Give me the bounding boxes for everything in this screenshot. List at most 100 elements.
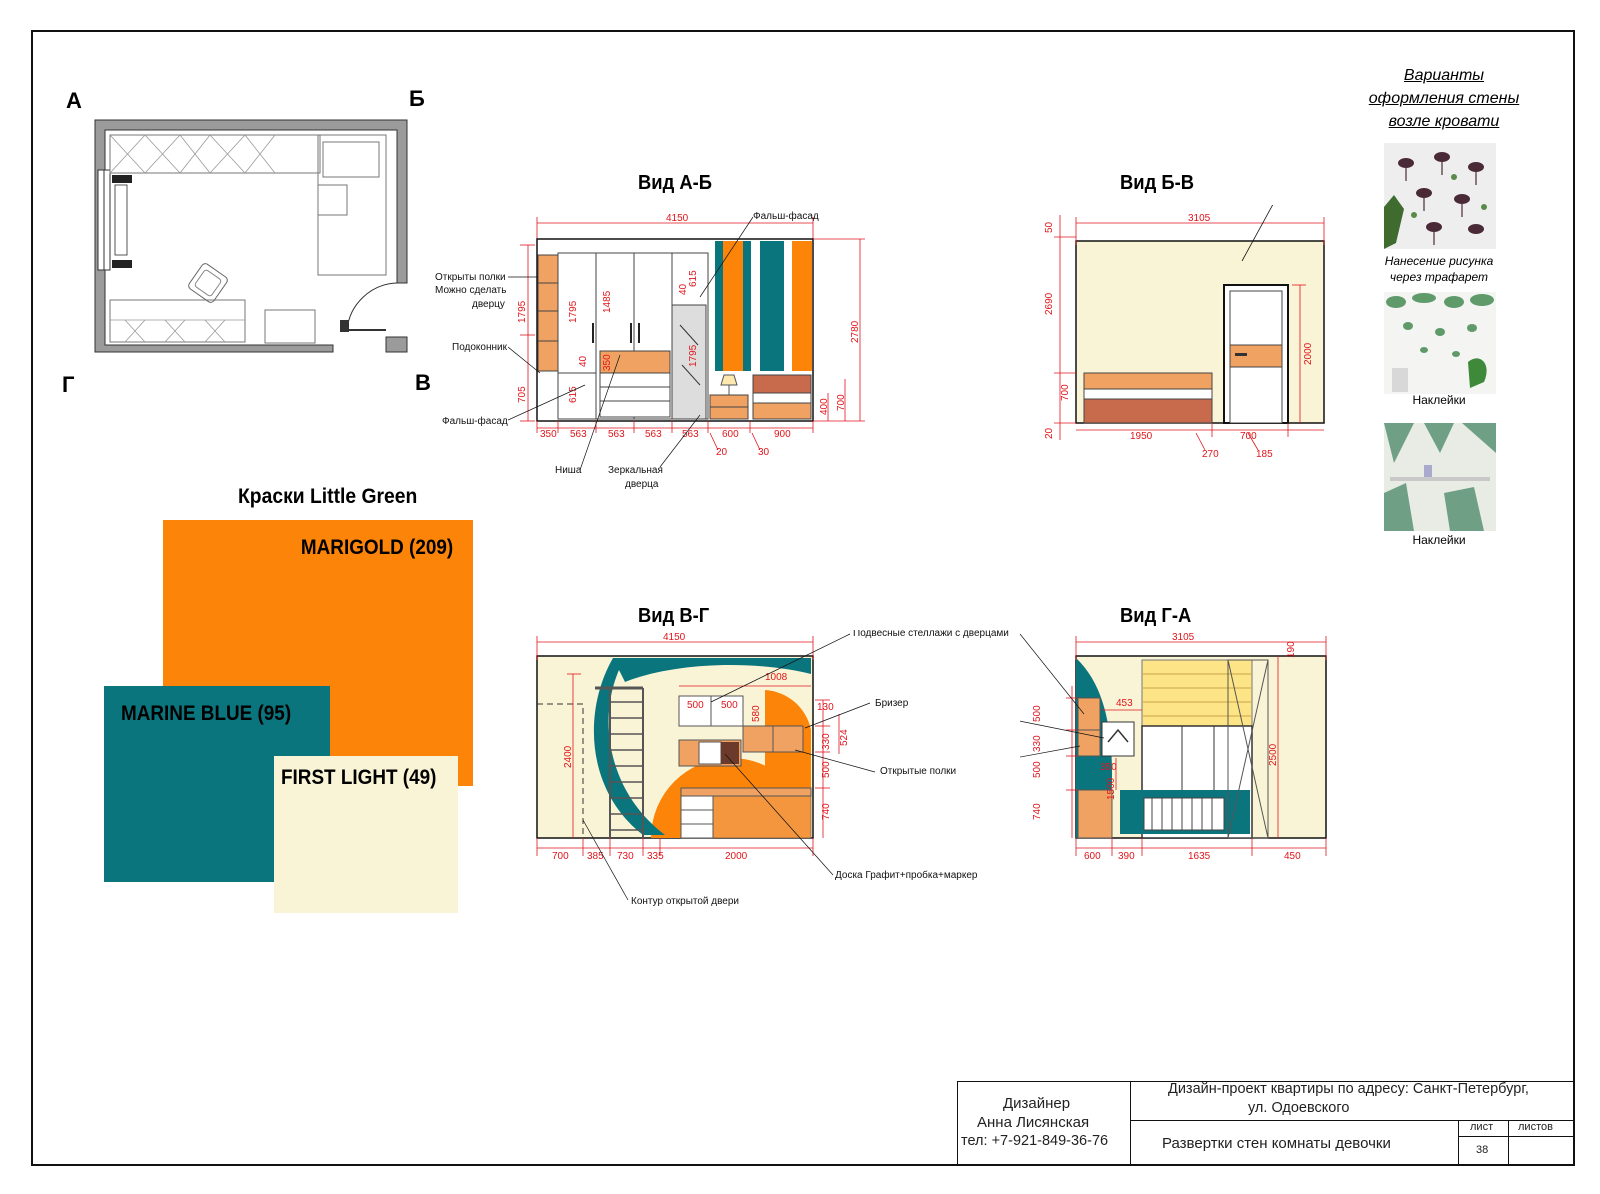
ab-dim-h400: 400 [819, 398, 830, 415]
title-block-divider [1131, 1120, 1575, 1121]
caption-stencil-2: через трафарет [1389, 270, 1489, 284]
paints-title: Краски Little Green [238, 485, 418, 508]
ga-dim-b1635: 1635 [1188, 851, 1211, 862]
project-address-line2: ул. Одоевского [1248, 1100, 1350, 1116]
ab-label-mirror: Зеркальная [608, 465, 663, 476]
corner-label-b: Б [409, 86, 425, 111]
vg-label-open-shelves: Открытые полки [880, 766, 956, 777]
ab-dim-v1795c: 1795 [688, 344, 699, 367]
vg-dim-b385: 385 [587, 851, 604, 862]
ab-dim-v350: 350 [602, 354, 613, 371]
vg-dim-b700: 700 [552, 851, 569, 862]
bv-dim-v20: 20 [1044, 427, 1055, 439]
ab-dim-b563c: 563 [645, 429, 662, 440]
vg-dim-v524: 524 [839, 729, 850, 746]
ga-dim-v190: 190 [1286, 641, 1297, 658]
designer-role: Дизайнер [1003, 1095, 1071, 1112]
ab-label-sill: Подоконник [452, 342, 508, 353]
vg-dim-b2000: 2000 [725, 851, 748, 862]
corner-label-v: В [415, 370, 431, 395]
bv-dim-total: 3105 [1188, 213, 1211, 224]
ga-dim-v1500: 1500 [1106, 777, 1117, 800]
designer-name: Анна Лисянская [977, 1114, 1090, 1131]
vg-dim-d500a: 500 [687, 700, 704, 711]
ga-dim-total: 3105 [1172, 632, 1195, 643]
ab-label-false-facade-top: Фальш-фасад [753, 210, 819, 222]
vg-label-door-contour: Контур открытой двери [631, 896, 739, 907]
sheet-number: 38 [1476, 1144, 1489, 1156]
ga-dim-v500a: 500 [1032, 705, 1043, 722]
view-bv-title: Вид Б-В [1120, 172, 1195, 194]
bv-dim-b700: 700 [1240, 431, 1257, 442]
view-ab-elevation: 4150 350 563 563 563 563 [435, 210, 865, 490]
ab-dim-b563b: 563 [608, 429, 625, 440]
ab-label-open-shelves: Открыты полки [435, 272, 506, 283]
ab-dim-v40: 40 [578, 355, 589, 367]
view-vg-elevation: 4150 2400 1008 500 500 580 130 330 524 5… [536, 630, 1009, 907]
title-block-divider-v1 [1458, 1120, 1459, 1166]
vg-dim-v500: 500 [821, 761, 832, 778]
ga-dim-b600: 600 [1084, 851, 1101, 862]
vg-label-hanging: Подвесные стеллажи с дверцами [853, 630, 1009, 639]
ga-dim-d453: 453 [1116, 698, 1133, 709]
sheet-label: лист [1470, 1121, 1494, 1133]
ab-label-niche: Ниша [555, 465, 582, 476]
ab-label-false-facade-left: Фальш-фасад [442, 415, 508, 427]
wall-options-title-line1: Варианты [1403, 67, 1485, 84]
ab-dim-b900: 900 [774, 429, 791, 440]
view-ga-elevation: 3105 190 500 330 500 740 453 350 1500 25… [1020, 632, 1327, 862]
swatch-marine-blue-label: MARINE BLUE (95) [121, 702, 292, 725]
vg-dim-v130: 130 [817, 702, 834, 713]
bv-dim-v2000: 2000 [1303, 342, 1314, 365]
swatch-marigold-label: MARIGOLD (209) [300, 536, 453, 559]
ab-dim-h-total: 2780 [850, 320, 861, 343]
ab-dim-v1795b: 1795 [568, 300, 579, 323]
ab-label-can-make: Можно сделать [435, 285, 506, 296]
bv-dim-v2690: 2690 [1044, 292, 1055, 315]
wall-options-title-line2: оформления стены [1368, 90, 1520, 107]
bv-dim-b1950: 1950 [1130, 431, 1153, 442]
ga-dim-v740: 740 [1032, 803, 1043, 820]
wall-options-title: Варианты оформления стены возле кровати [1360, 64, 1528, 133]
swatch-first-light-label: FIRST LIGHT (49) [281, 766, 437, 789]
ab-dim-h700: 700 [836, 394, 847, 411]
ab-dim-b563a: 563 [570, 429, 587, 440]
vg-dim-b730: 730 [617, 851, 634, 862]
vg-dim-d500b: 500 [721, 700, 738, 711]
drawing-frame [31, 30, 1575, 1166]
view-bv-elevation: 3105 50 2690 700 20 2000 1950 700 270 18… [1044, 205, 1325, 460]
ab-label-door: дверцу [472, 299, 505, 310]
bv-dim-v50: 50 [1044, 221, 1055, 233]
corner-label-g: Г [62, 372, 75, 397]
bv-dim-b270: 270 [1202, 449, 1219, 460]
leaf-stickers-image [1384, 292, 1496, 394]
caption-stickers-1: Наклейки [1412, 393, 1466, 407]
project-address-line1: Дизайн-проект квартиры по адресу: Санкт-… [1168, 1081, 1529, 1097]
view-vg-title: Вид В-Г [638, 605, 710, 627]
ab-dim-total: 4150 [666, 213, 689, 224]
ab-dim-v40b: 40 [678, 283, 689, 295]
sheet-title: Развертки стен комнаты девочки [1162, 1135, 1391, 1152]
title-block-divider-h2 [1458, 1136, 1575, 1137]
vg-dim-total: 4150 [663, 632, 686, 643]
vg-dim-d1008: 1008 [765, 672, 788, 683]
flamingo-stencil-image [1384, 143, 1496, 249]
ab-dim-b30: 30 [758, 447, 770, 458]
bv-dim-b185: 185 [1256, 449, 1273, 460]
floor-plan [94, 119, 408, 353]
designer-phone: тел: +7-921-849-36-76 [961, 1133, 1109, 1149]
bv-dim-v700: 700 [1060, 384, 1071, 401]
ab-dim-v1485: 1485 [602, 290, 613, 313]
ab-dim-b20: 20 [716, 447, 728, 458]
view-ga-title: Вид Г-А [1120, 605, 1192, 627]
vg-label-breezer: Бризер [875, 698, 909, 709]
ab-dim-v705: 705 [517, 386, 528, 403]
ab-label-mirror2: дверца [625, 479, 659, 490]
ab-dim-v1795a: 1795 [517, 300, 528, 323]
ga-dim-v330: 330 [1032, 735, 1043, 752]
ab-dim-v615b: 615 [688, 270, 699, 287]
ab-dim-b600: 600 [722, 429, 739, 440]
tropical-stickers-image [1384, 423, 1496, 531]
ga-dim-d350: 350 [1100, 762, 1117, 773]
vg-dim-b335: 335 [647, 851, 664, 862]
